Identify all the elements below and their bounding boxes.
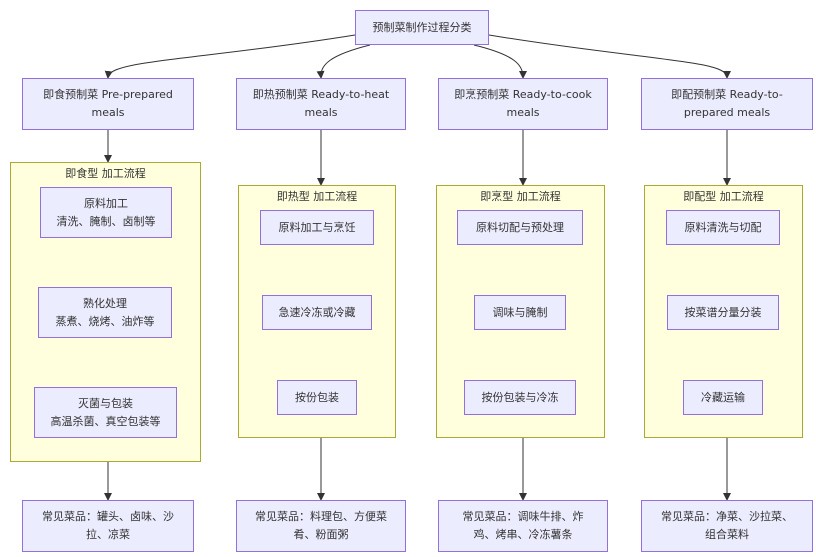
step-node: 按份包装	[277, 380, 357, 415]
subgraph-title: 即烹型 加工流程	[480, 190, 561, 203]
step-node: 按菜谱分量分装	[667, 295, 779, 330]
examples-node: 常见菜品：调味牛排、炸 鸡、烤串、冷冻薯条	[438, 500, 608, 552]
category-ready-to-heat: 即热预制菜 Ready-to-heat meals	[236, 78, 406, 130]
examples-node: 常见菜品：料理包、方便菜 肴、粉面粥	[236, 500, 406, 552]
subgraph-title: 即配型 加工流程	[683, 190, 764, 203]
step-node: 急速冷冻或冷藏	[262, 295, 372, 330]
step-node: 原料加工与烹饪	[260, 210, 374, 245]
root-node: 预制菜制作过程分类	[355, 10, 489, 45]
subgraph-title: 即热型 加工流程	[276, 190, 358, 203]
category-ready-to-prepare: 即配预制菜 Ready-to- prepared meals	[641, 78, 813, 130]
step-node: 原料清洗与切配	[666, 210, 780, 245]
step-node: 原料加工 清洗、腌制、卤制等	[40, 187, 172, 238]
step-node: 灭菌与包装 高温杀菌、真空包装等	[34, 387, 177, 438]
step-node: 熟化处理 蒸煮、烧烤、油炸等	[38, 287, 172, 338]
subgraph-title: 即食型 加工流程	[65, 167, 146, 180]
category-ready-to-cook: 即烹预制菜 Ready-to-cook meals	[438, 78, 608, 130]
category-ready-to-eat: 即食预制菜 Pre-prepared meals	[22, 78, 194, 130]
step-node: 按份包装与冷冻	[464, 380, 576, 415]
step-node: 冷藏运输	[683, 380, 763, 415]
examples-node: 常见菜品：罐头、卤味、沙 拉、凉菜	[22, 500, 194, 552]
step-node: 原料切配与预处理	[457, 210, 583, 245]
step-node: 调味与腌制	[474, 295, 566, 330]
examples-node: 常见菜品：净菜、沙拉菜、 组合菜料	[641, 500, 813, 552]
